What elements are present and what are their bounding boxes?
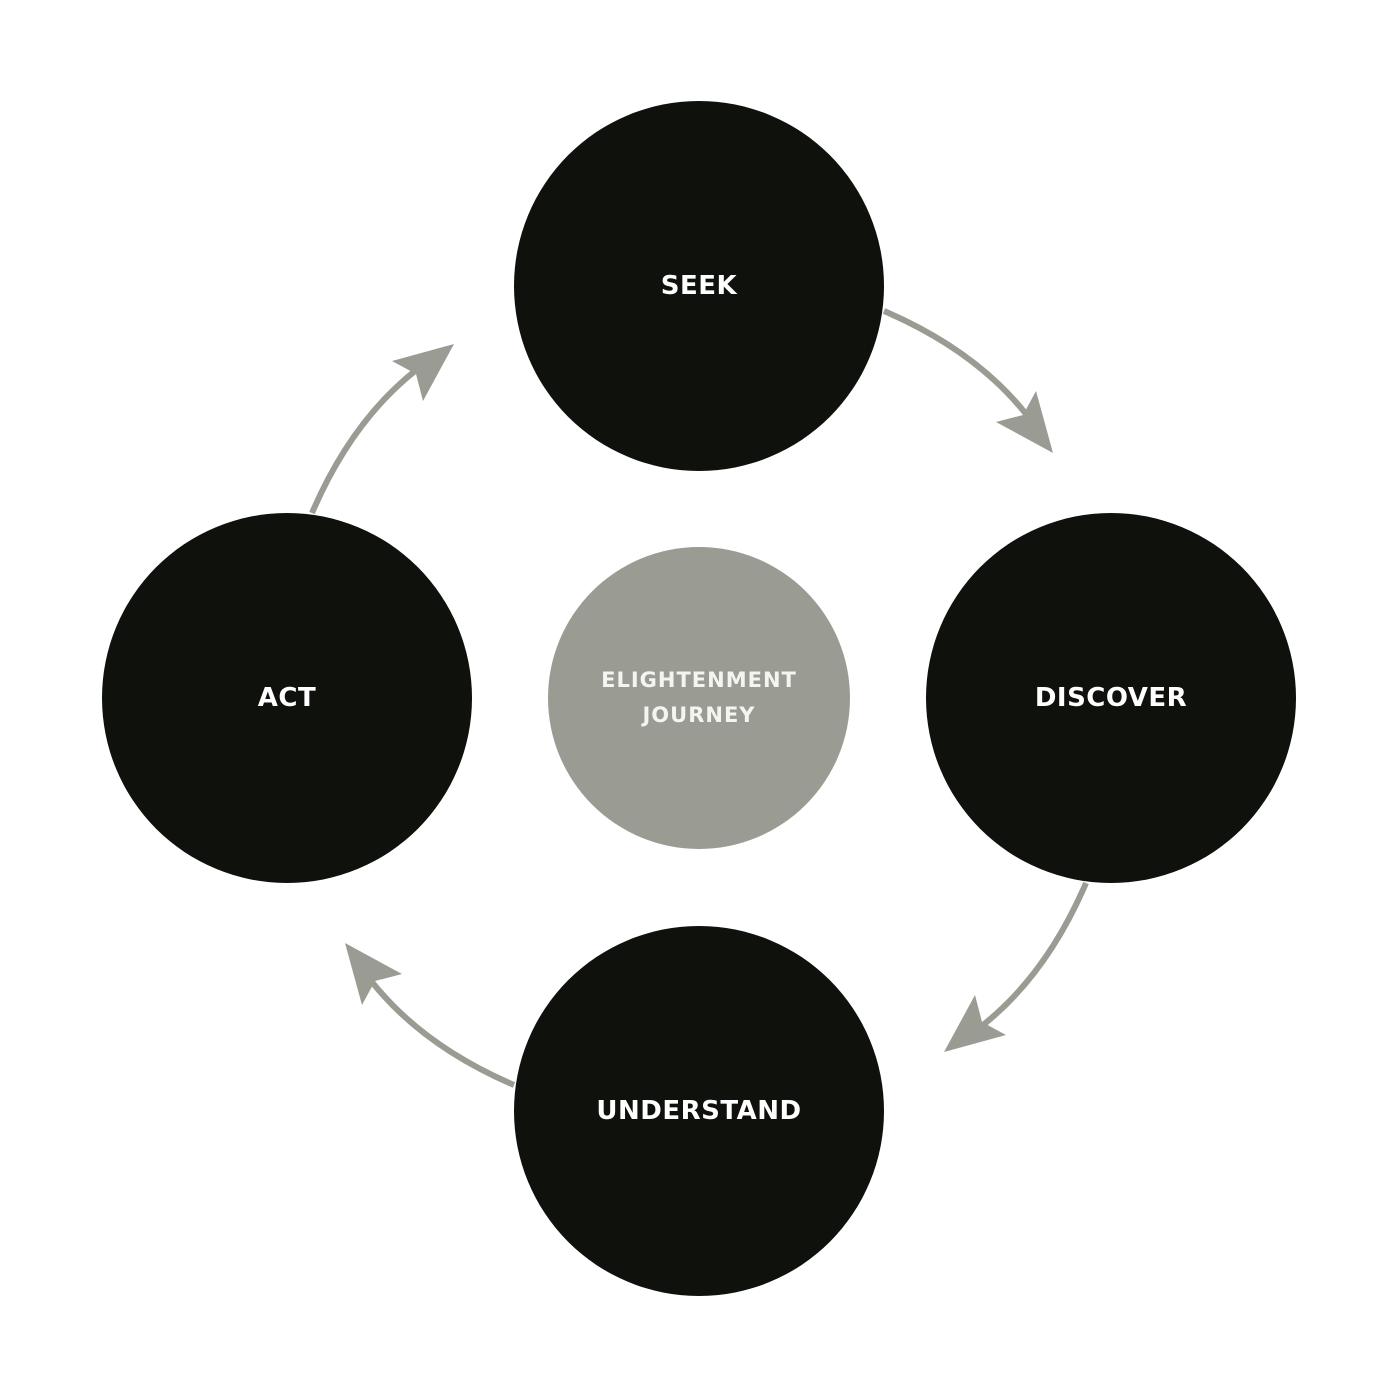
- center-title-line1: ELIGHTENMENT: [601, 668, 797, 692]
- stage-understand: UNDERSTAND: [514, 926, 884, 1296]
- stage-discover: DISCOVER: [926, 513, 1296, 883]
- arrow-seek-to-discover: [884, 311, 1053, 453]
- stage-label: ACT: [257, 683, 317, 713]
- center-hub: ELIGHTENMENT JOURNEY: [548, 547, 850, 849]
- center-title-line2: JOURNEY: [642, 703, 756, 727]
- stage-label: DISCOVER: [1034, 683, 1188, 713]
- stage-label: UNDERSTAND: [596, 1096, 802, 1126]
- arrow-discover-to-understand: [944, 883, 1086, 1052]
- stage-seek: SEEK: [514, 101, 884, 471]
- stage-label: SEEK: [660, 271, 738, 301]
- stage-act: ACT: [102, 513, 472, 883]
- arrow-understand-to-act: [345, 943, 514, 1085]
- arrow-act-to-seek: [312, 344, 454, 513]
